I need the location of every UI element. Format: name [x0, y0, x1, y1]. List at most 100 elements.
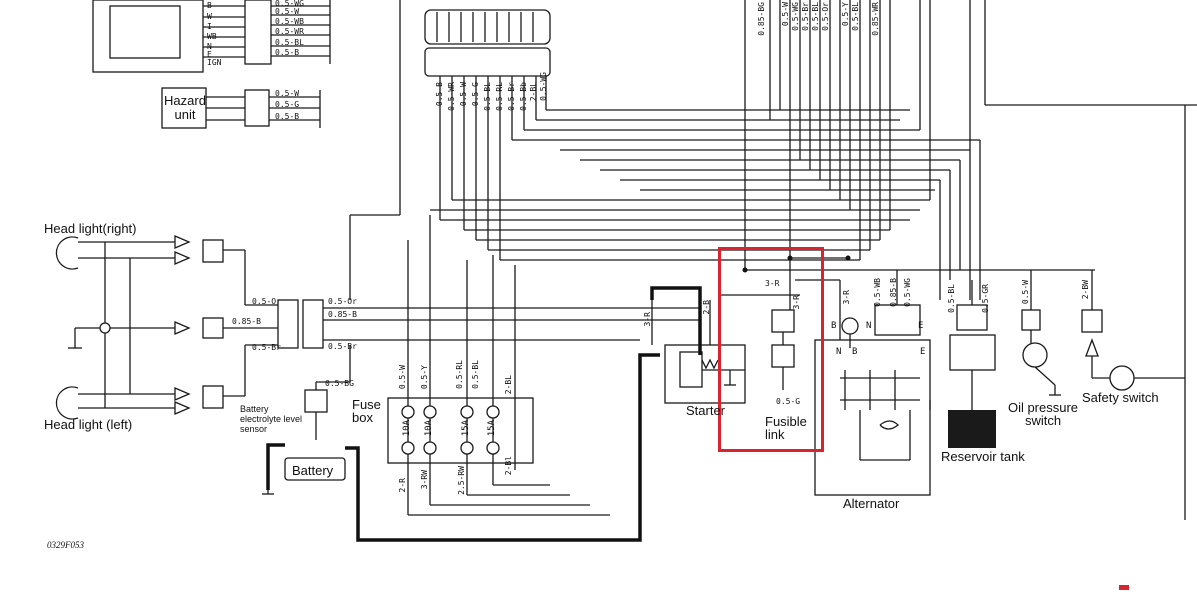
wire-tank-bl: 0.5-BL — [947, 284, 956, 313]
conn-wire-4: 0.5-G — [471, 82, 480, 107]
reservoir-tank-body — [948, 410, 996, 448]
wire-alt-wg: 0.5-WG — [903, 278, 912, 307]
battery-box — [284, 457, 346, 481]
battery-label: Battery — [292, 463, 334, 478]
reservoir-tank-label: Reservoir tank — [941, 449, 1025, 464]
switch-wire-wg: 0.5-WG — [275, 0, 304, 8]
alt-terminal-e: E — [920, 347, 926, 357]
key-switch-connector — [244, 0, 272, 65]
starter-label: Starter — [686, 403, 726, 418]
wire-link-g: 0.5-G — [776, 397, 801, 406]
alt-terminal-n-top: N — [866, 321, 872, 331]
fuse-top-2bl: 2-BL — [504, 375, 513, 395]
wire-link-3r: 3-R — [765, 279, 780, 288]
conn-wire-1: 0.5-B — [435, 82, 444, 107]
wire-sensor-bg: 0.5-BG — [325, 379, 354, 388]
conn-wire-9: 2-BL — [529, 82, 538, 102]
hazard-wire-w: 0.5-W — [275, 89, 300, 98]
hazard-wire-b: 0.5-B — [275, 112, 300, 121]
conn-wire-10: 0.5-WG — [539, 72, 548, 101]
wire-headlamp-or: 0.5-Or — [328, 297, 357, 306]
switch-terminal-w: W — [207, 12, 212, 21]
fuse-top-w: 0.5-W — [398, 365, 407, 390]
starter-body — [664, 344, 746, 404]
safety-switch-symbol — [1085, 338, 1099, 357]
wire-tank-gr: 0.5-GR — [981, 284, 990, 313]
headlamp-connector-a — [277, 299, 299, 349]
fuse-bottom-2bl: 2-Bl — [504, 456, 513, 476]
right-wire-8: 0.5-BL — [851, 2, 860, 31]
switch-wire-bl: 0.5-BL — [275, 38, 304, 47]
conn-wire-7: 0.5-Br — [507, 82, 516, 111]
right-wire-3: 0.5-WG — [791, 2, 800, 31]
wire-headlamp-b-left: 0.85-B — [232, 317, 261, 326]
fuse-box-label: Fuse box — [352, 397, 381, 425]
switch-terminal-b: B — [207, 1, 212, 10]
conn-wire-6: 0.5-RL — [495, 82, 504, 111]
switch-terminal-n: N — [207, 42, 212, 51]
wire-alt-3r: 3-R — [842, 290, 851, 305]
wire-headlamp-b: 0.85-B — [328, 310, 357, 319]
fusible-link-label: Fusible link — [765, 414, 807, 442]
fuse-1-rating: 10A — [402, 420, 412, 437]
fuse-bottom-3rw: 3-RW — [420, 470, 429, 490]
figure-code: 0329F053 — [47, 540, 84, 550]
headlight-right-lamp — [55, 236, 79, 270]
safety-switch-label: Safety switch — [1082, 390, 1159, 405]
highlight-marker — [1119, 585, 1129, 590]
fuse-3-rating: 15A — [461, 420, 471, 437]
fuse-top-rl: 0.5-RL — [455, 360, 464, 389]
wire-headlamp-or-left: 0.5-Or — [252, 297, 281, 306]
hazard-unit-label: Hazard unit — [164, 93, 206, 122]
wire-alt-wb: 0.5-WB — [873, 278, 882, 307]
headlamp-connector-b — [302, 299, 324, 349]
headlight-left-lamp — [55, 386, 79, 420]
oil-pressure-switch-label: Oil pressure switch — [1007, 400, 1079, 428]
switch-terminal-e: E — [207, 50, 212, 59]
right-wire-7: 0.5-Y — [841, 2, 850, 27]
right-wire-5: 0.5-BL — [811, 2, 820, 31]
switch-terminal-ign: IGN — [207, 58, 222, 67]
wire-headlamp-br: 0.5-Br — [328, 342, 357, 351]
switch-terminal-wb: WB — [207, 32, 217, 41]
conn-wire-5: 0.5-BL — [483, 82, 492, 111]
wire-safety-bw: 2-BW — [1081, 280, 1090, 300]
right-wire-2: 0.5-W — [781, 2, 790, 27]
right-wire-4: 0.5-Br — [801, 2, 810, 31]
conn-wire-3: 0.5-W — [459, 82, 468, 107]
alt-terminal-n: N — [836, 347, 842, 357]
conn-wire-2: 0.5-WR — [447, 82, 456, 111]
wire-starter-2b: 2-B — [702, 300, 711, 315]
wire-oil-w: 0.5-W — [1021, 280, 1030, 305]
fuse-top-bl: 0.5-BL — [471, 360, 480, 389]
wire-starter-3r: 3-R — [643, 312, 652, 327]
head-light-right-label: Head light(right) — [44, 221, 137, 236]
center-connector-top — [424, 9, 551, 45]
alternator-frame — [814, 339, 931, 496]
alt-terminal-b: B — [852, 347, 858, 357]
fuse-bottom-2r: 2-R — [398, 478, 407, 493]
center-connector-bottom — [424, 47, 551, 77]
key-switch-box — [92, 0, 204, 73]
oil-pressure-switch-symbol — [1022, 342, 1048, 368]
hazard-wire-g: 0.5-G — [275, 100, 300, 109]
switch-wire-wb: 0.5-WB — [275, 17, 304, 26]
wire-alt-085b: 0.85-B — [889, 278, 898, 307]
right-wire-9: 0.85-WR — [871, 2, 880, 36]
fuse-4-rating: 15A — [487, 420, 497, 437]
highlight-fusible-link — [718, 247, 824, 452]
wire-headlamp-br-left: 0.5-Br — [252, 343, 281, 352]
tank-sensor — [949, 334, 996, 371]
alt-terminal-b-top: B — [831, 321, 837, 331]
battery-sensor-label: Battery electrolyte level sensor — [240, 404, 303, 434]
wire-link-3ra: 3-R — [792, 295, 801, 310]
fuse-2-rating: 10A — [424, 420, 434, 437]
alternator-label: Alternator — [843, 496, 900, 511]
fuse-bottom-25rw: 2.5-RW — [457, 466, 466, 495]
alt-terminal-e-top: E — [918, 321, 924, 331]
head-light-left-label: Head light (left) — [44, 417, 133, 432]
switch-wire-wr: 0.5-WR — [275, 27, 304, 36]
fuse-top-y: 0.5-Y — [420, 365, 429, 390]
